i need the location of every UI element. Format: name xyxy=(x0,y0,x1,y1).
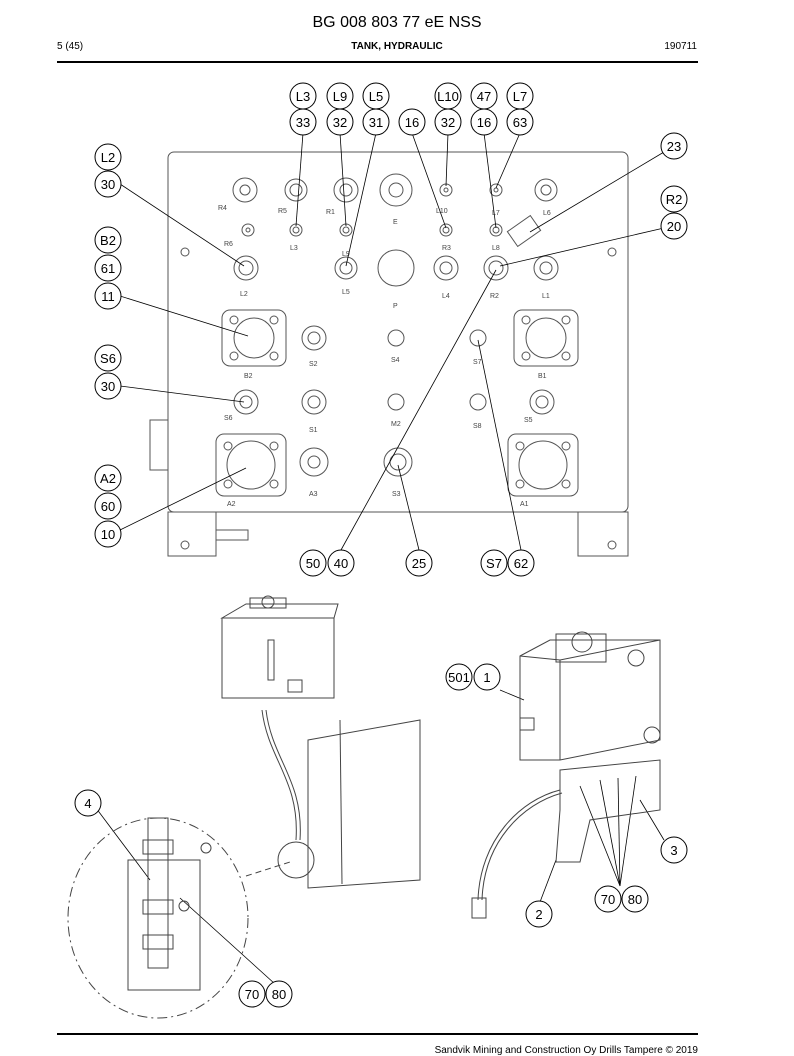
port-label: R3 xyxy=(442,245,451,252)
callout-label: 31 xyxy=(369,115,383,130)
callout-label: 40 xyxy=(334,556,348,571)
callout-label: L9 xyxy=(333,89,347,104)
callout-label: 30 xyxy=(101,177,115,192)
callout-label: 25 xyxy=(412,556,426,571)
callout-label: L7 xyxy=(513,89,527,104)
port-label: L5 xyxy=(342,289,350,296)
port-label: L6 xyxy=(543,210,551,217)
callout-top: L3 L9 L5 L10 47 L7 33 32 31 16 32 16 63 … xyxy=(289,82,688,240)
port-label: S5 xyxy=(524,417,533,424)
port-label: E xyxy=(393,219,398,226)
port-label: B2 xyxy=(244,373,253,380)
port-label: L1 xyxy=(542,293,550,300)
port-label: A2 xyxy=(227,501,236,508)
callout-label: L3 xyxy=(296,89,310,104)
callout-label: 80 xyxy=(272,987,286,1002)
callout-group: L3 L9 L5 L10 47 L7 33 32 31 16 32 16 63 … xyxy=(74,82,688,1008)
port-label: R2 xyxy=(490,293,499,300)
port-label: L8 xyxy=(492,245,500,252)
port-label: L7 xyxy=(492,210,500,217)
port-label: L4 xyxy=(442,293,450,300)
callout-label: 20 xyxy=(667,219,681,234)
callout-label: L10 xyxy=(437,89,459,104)
callout-label: 30 xyxy=(101,379,115,394)
callout-label: 60 xyxy=(101,499,115,514)
port-label: S1 xyxy=(309,427,318,434)
callout-label: 62 xyxy=(514,556,528,571)
callout-label: 47 xyxy=(477,89,491,104)
callout-label: S6 xyxy=(100,351,116,366)
callout-label: 2 xyxy=(535,907,542,922)
callout-label: A2 xyxy=(100,471,116,486)
callout-label: 16 xyxy=(477,115,491,130)
document-id: BG 008 803 77 eE NSS xyxy=(312,14,482,31)
callout-label: 70 xyxy=(601,892,615,907)
port-label: S6 xyxy=(224,415,233,422)
port-label: S4 xyxy=(391,357,400,364)
page-number: 5 (45) xyxy=(57,41,84,52)
callout-bottom: 50 40 25 S7 62 xyxy=(299,549,535,577)
port-label: A3 xyxy=(309,491,318,498)
callout-label: 10 xyxy=(101,527,115,542)
port-label: L2 xyxy=(240,291,248,298)
callout-label: 50 xyxy=(306,556,320,571)
section-title: TANK, HYDRAULIC xyxy=(351,41,443,52)
callout-label: 33 xyxy=(296,115,310,130)
callout-lower: 501 1 4 3 70 80 2 70 80 xyxy=(74,663,688,1008)
port-label: P xyxy=(393,303,398,310)
port-labels: R4 R5 R1 E L10 L7 L6 R6 L3 L9 R3 L8 L2 L… xyxy=(218,205,551,508)
port-label: S3 xyxy=(392,491,401,498)
callout-label: 70 xyxy=(245,987,259,1002)
callout-label: B2 xyxy=(100,233,116,248)
port-label: B1 xyxy=(538,373,547,380)
callout-label: 32 xyxy=(333,115,347,130)
port-label: R1 xyxy=(326,209,335,216)
callout-label: 23 xyxy=(667,139,681,154)
callout-left: L2 30 B2 61 11 S6 30 A2 60 10 xyxy=(94,143,122,548)
callout-label: S7 xyxy=(486,556,502,571)
callout-label: 16 xyxy=(405,115,419,130)
callout-label: 3 xyxy=(670,843,677,858)
port-label: L9 xyxy=(342,251,350,258)
port-label: S7 xyxy=(473,359,482,366)
header-rule xyxy=(57,61,698,63)
callout-label: L2 xyxy=(101,150,115,165)
footer-rule xyxy=(57,1033,698,1035)
callout-label: R2 xyxy=(666,192,683,207)
port-label: A1 xyxy=(520,501,529,508)
callout-label: 32 xyxy=(441,115,455,130)
port-label: L10 xyxy=(436,208,448,215)
callout-label: 1 xyxy=(483,670,490,685)
callout-label: 11 xyxy=(101,289,115,304)
copyright-text: Sandvik Mining and Construction Oy Drill… xyxy=(434,1045,698,1056)
port-label: R4 xyxy=(218,205,227,212)
port-label: M2 xyxy=(391,421,401,428)
port-label: S2 xyxy=(309,361,318,368)
callout-label: 80 xyxy=(628,892,642,907)
callout-label: L5 xyxy=(369,89,383,104)
port-label: R6 xyxy=(224,241,233,248)
port-label: R5 xyxy=(278,208,287,215)
callout-label: 63 xyxy=(513,115,527,130)
callout-label: 4 xyxy=(84,796,91,811)
revision-date: 190711 xyxy=(664,41,697,52)
port-label: S8 xyxy=(473,423,482,430)
callout-label: 501 xyxy=(448,670,470,685)
port-label: L3 xyxy=(290,245,298,252)
callout-label: 61 xyxy=(101,261,115,276)
